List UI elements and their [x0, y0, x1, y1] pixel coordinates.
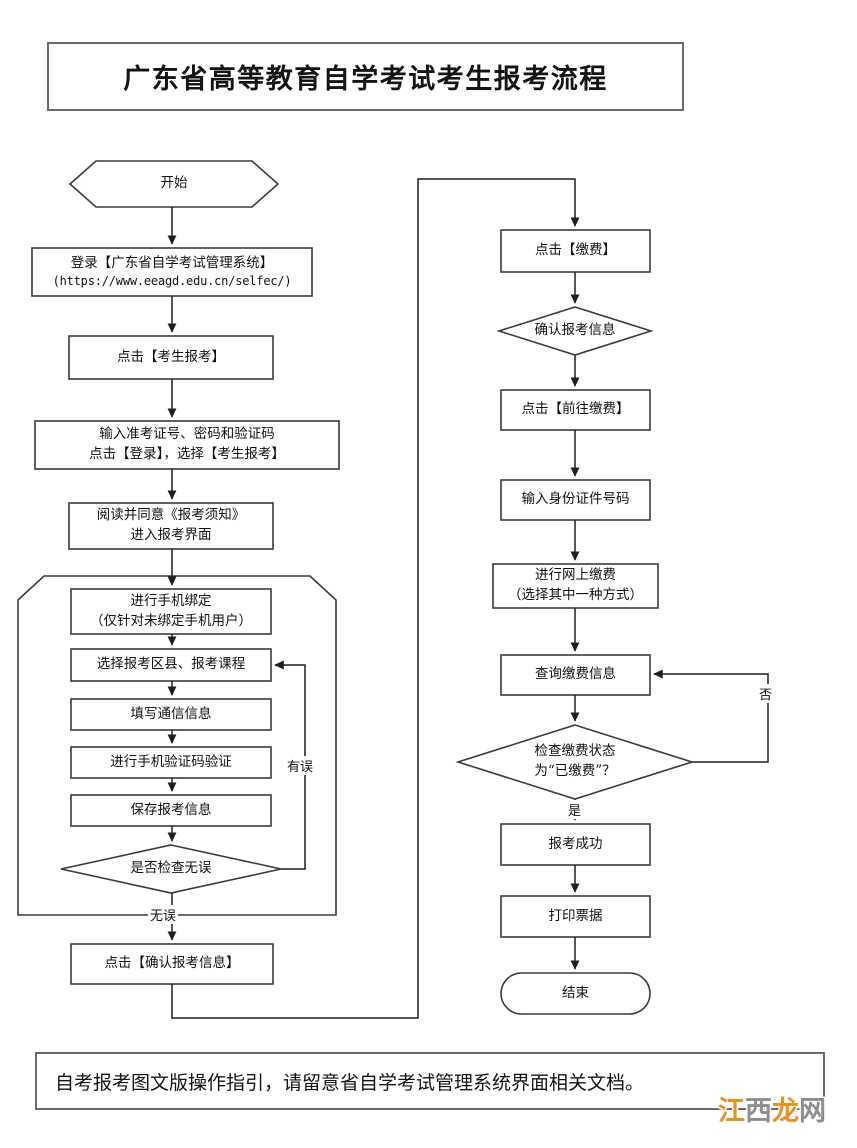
node-read-notice-shape [68, 502, 274, 550]
edge-label-has-error: 有误 [285, 756, 316, 775]
watermark-char-1: 江 [717, 1096, 747, 1127]
title-banner: 广东省高等教育自学考试考生报考流程 [47, 42, 684, 111]
node-click-apply-shape [68, 335, 274, 380]
watermark-char-2: 西 [744, 1096, 774, 1127]
node-online-pay-shape [492, 563, 659, 609]
watermark-char-4: 网 [798, 1096, 828, 1127]
node-input-cred-shape [34, 420, 340, 470]
edge-no-loop [653, 669, 769, 763]
node-apply-ok-shape [500, 823, 651, 866]
node-query-pay-shape [500, 654, 651, 696]
page-title: 广东省高等教育自学考试考生报考流程 [123, 64, 608, 95]
node-goto-pay-shape [500, 389, 651, 431]
watermark-char-3: 龙 [771, 1096, 801, 1127]
node-confirm-apply-shape [496, 306, 654, 356]
node-input-id-shape [500, 479, 651, 521]
edge-label-no-error: 无误 [148, 905, 179, 924]
node-print-shape [500, 895, 651, 938]
node-select-area-shape [70, 648, 272, 682]
edge-label-no: 否 [757, 684, 775, 703]
node-fill-contact-shape [70, 698, 272, 731]
edge-label-yes: 是 [566, 800, 584, 819]
node-check-paid-shape [455, 724, 695, 800]
footer-note-text: 自考报考图文版操作指引，请留意省自学考试管理系统界面相关文档。 [55, 1071, 645, 1094]
watermark: 江西龙网 [717, 1096, 828, 1127]
edge-confirm-to-click-pay [171, 178, 580, 1019]
node-confirm-info-shape [70, 943, 274, 985]
node-verify-sms-shape [70, 746, 272, 779]
node-bind-phone-shape [70, 588, 272, 635]
node-start-shape [68, 160, 280, 208]
footer-note-box: 自考报考图文版操作指引，请留意省自学考试管理系统界面相关文档。 [35, 1052, 825, 1110]
node-click-pay-shape [500, 229, 651, 273]
node-save-info-shape [70, 794, 272, 827]
node-end-shape [500, 972, 651, 1015]
node-check-ok-shape [60, 844, 282, 894]
node-login-shape [31, 247, 313, 297]
inner-process-group-outline [17, 575, 337, 916]
